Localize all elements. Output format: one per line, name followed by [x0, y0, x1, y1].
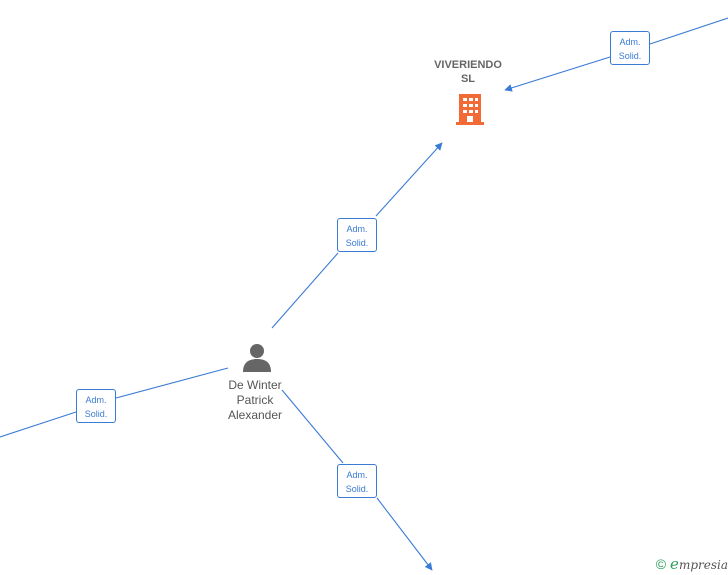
edge-line-person-to-company	[271, 252, 339, 329]
person-name-line1: De Winter	[228, 378, 282, 392]
edge-label-line1: Adm.	[619, 37, 641, 47]
edge-label-top-right[interactable]: Adm. Solid.	[610, 31, 650, 65]
person-name-line2: Patrick	[236, 393, 274, 407]
edge-line-top-right	[649, 17, 728, 45]
person-node-label[interactable]: De Winter Patrick Alexander	[210, 378, 300, 423]
edge-label-line1: Adm.	[85, 395, 107, 405]
brand-logo-initial: e	[670, 555, 679, 573]
edge-label-line2: Solid.	[84, 409, 108, 419]
edge-line-left-2	[0, 411, 77, 438]
edge-line-top-right-arrow	[504, 56, 611, 92]
brand-logo-rest: mpresia	[678, 558, 728, 572]
edge-label-line1: Adm.	[346, 470, 368, 480]
company-node-label[interactable]: VIVERIENDO SL	[420, 58, 516, 86]
edge-line-person-to-company-arrow	[375, 142, 443, 217]
edge-label-line2: Solid.	[345, 484, 369, 494]
edge-label-left[interactable]: Adm. Solid.	[76, 389, 116, 423]
edge-line-bottom	[281, 389, 344, 464]
edge-line-bottom-arrow	[376, 497, 433, 571]
building-icon[interactable]	[454, 92, 486, 126]
edge-line-left	[115, 367, 229, 399]
person-name-line3: Alexander	[227, 408, 283, 422]
copyright-icon: ©	[655, 556, 667, 572]
edge-label-person-to-company[interactable]: Adm. Solid.	[337, 218, 377, 252]
brand-watermark: © empresia	[656, 555, 728, 573]
company-name-line1: VIVERIENDO	[434, 59, 502, 71]
edge-label-bottom[interactable]: Adm. Solid.	[337, 464, 377, 498]
person-icon[interactable]	[242, 342, 272, 372]
edge-label-line2: Solid.	[618, 51, 642, 61]
edge-label-line1: Adm.	[346, 224, 368, 234]
company-name-line2: SL	[460, 73, 476, 85]
edge-label-line2: Solid.	[345, 238, 369, 248]
brand-logo: empresia	[670, 555, 728, 573]
